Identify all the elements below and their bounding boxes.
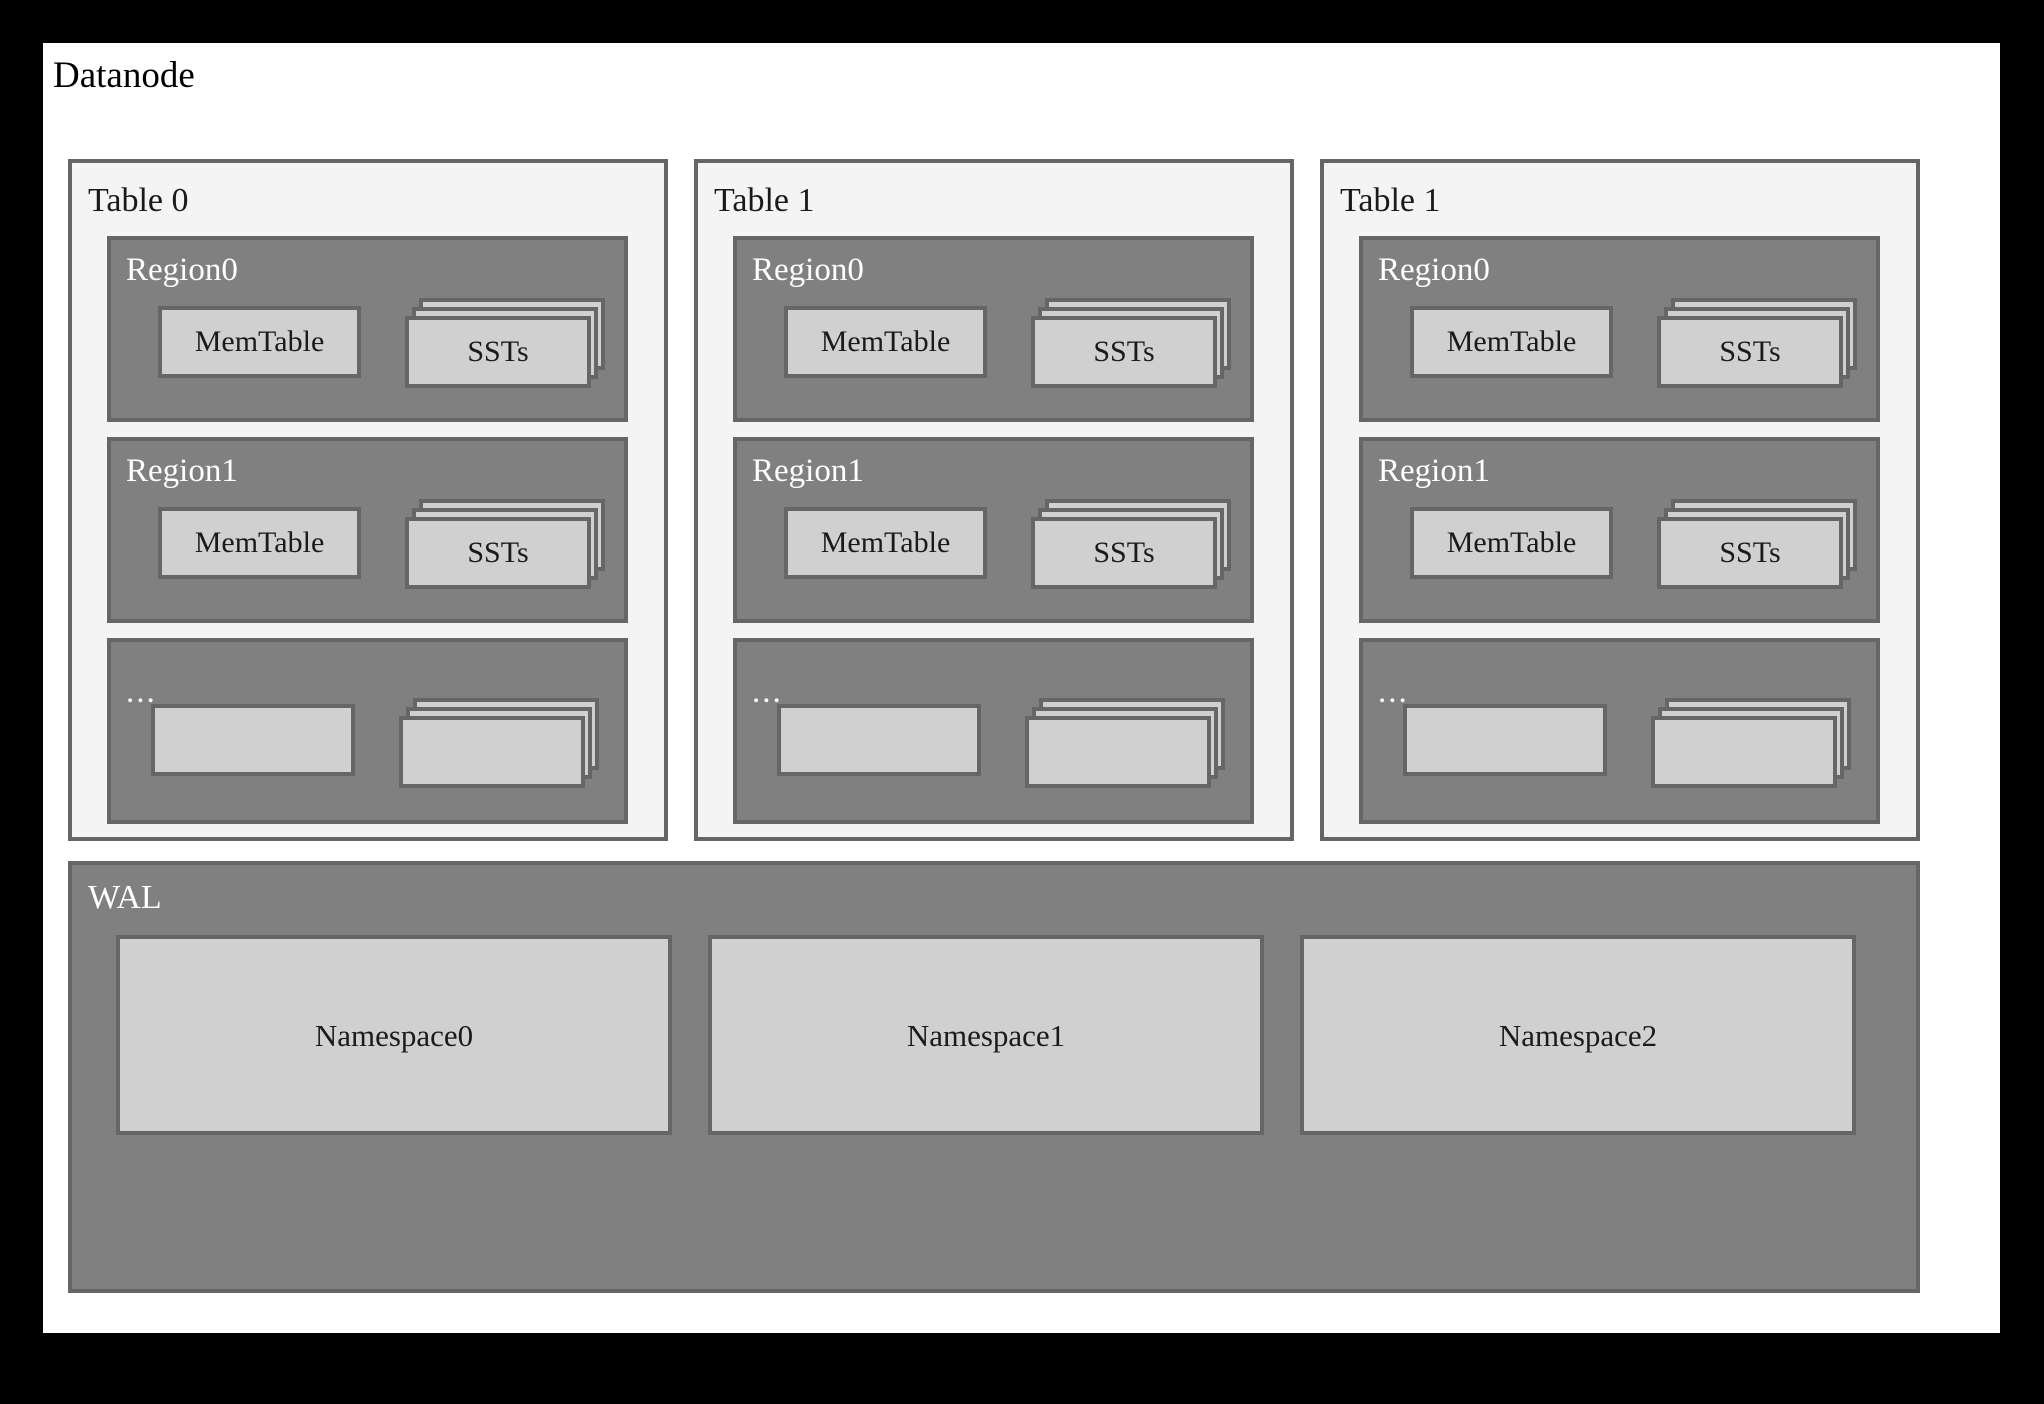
namespace-box-1[interactable]: Namespace1 [708,935,1264,1135]
sst-sheet-front[interactable]: SSTs [1031,517,1217,589]
sst-label: SSTs [467,335,529,368]
memtable-box-placeholder[interactable] [1403,704,1607,776]
sst-stack-placeholder[interactable] [399,698,599,790]
sst-stack[interactable]: SSTs [1657,499,1857,591]
region-panel-more[interactable]: ... [1359,638,1880,824]
sst-sheet-front[interactable]: SSTs [405,316,591,388]
sst-stack[interactable]: SSTs [405,499,605,591]
region-panel-0[interactable]: Region0 MemTable SSTs [1359,236,1880,422]
sst-sheet-front[interactable]: SSTs [1657,316,1843,388]
memtable-box-placeholder[interactable] [777,704,981,776]
sst-label: SSTs [1093,536,1155,569]
table-label: Table 1 [1340,182,1441,219]
sst-sheet-front[interactable] [399,716,585,788]
namespace-label: Namespace1 [906,1017,1066,1053]
sst-stack[interactable]: SSTs [405,298,605,390]
region-panel-more[interactable]: ... [733,638,1254,824]
table-panel-1[interactable]: Table 1 Region0 MemTable SSTs Region1 Me… [694,159,1294,841]
memtable-label: MemTable [820,325,951,358]
namespace-box-2[interactable]: Namespace2 [1300,935,1856,1135]
region-panel-1[interactable]: Region1 MemTable SSTs [1359,437,1880,623]
memtable-label: MemTable [1446,325,1577,358]
sst-stack[interactable]: SSTs [1031,499,1231,591]
sst-sheet-front[interactable]: SSTs [405,517,591,589]
region-label: Region1 [752,453,864,489]
table-label: Table 0 [88,182,189,219]
memtable-box[interactable]: MemTable [158,306,361,378]
sst-stack[interactable]: SSTs [1031,298,1231,390]
memtable-label: MemTable [194,325,325,358]
region-label: Region0 [752,252,864,288]
region-ellipsis-label: ... [1378,674,1409,710]
sst-sheet-front[interactable] [1651,716,1837,788]
region-panel-0[interactable]: Region0 MemTable SSTs [107,236,628,422]
wal-label: WAL [88,879,162,916]
table-panel-2[interactable]: Table 1 Region0 MemTable SSTs Region1 Me… [1320,159,1920,841]
sst-stack[interactable]: SSTs [1657,298,1857,390]
memtable-label: MemTable [820,526,951,559]
region-ellipsis-label: ... [752,674,783,710]
sst-sheet-front[interactable]: SSTs [1031,316,1217,388]
region-panel-0[interactable]: Region0 MemTable SSTs [733,236,1254,422]
namespace-box-0[interactable]: Namespace0 [116,935,672,1135]
sst-stack-placeholder[interactable] [1025,698,1225,790]
memtable-box[interactable]: MemTable [1410,507,1613,579]
memtable-box[interactable]: MemTable [1410,306,1613,378]
region-ellipsis-label: ... [126,674,157,710]
sst-label: SSTs [467,536,529,569]
sst-stack-placeholder[interactable] [1651,698,1851,790]
diagram-canvas: Datanode Table 0 Region0 MemTable SSTs R… [43,43,2000,1333]
region-label: Region1 [126,453,238,489]
memtable-box[interactable]: MemTable [784,306,987,378]
sst-label: SSTs [1719,335,1781,368]
region-label: Region0 [126,252,238,288]
memtable-label: MemTable [194,526,325,559]
memtable-box[interactable]: MemTable [784,507,987,579]
sst-sheet-front[interactable] [1025,716,1211,788]
region-label: Region0 [1378,252,1490,288]
sst-sheet-front[interactable]: SSTs [1657,517,1843,589]
table-label: Table 1 [714,182,815,219]
sst-label: SSTs [1719,536,1781,569]
region-panel-more[interactable]: ... [107,638,628,824]
table-panel-0[interactable]: Table 0 Region0 MemTable SSTs Region1 Me… [68,159,668,841]
page-title: Datanode [53,55,195,96]
region-panel-1[interactable]: Region1 MemTable SSTs [107,437,628,623]
namespace-label: Namespace0 [314,1017,474,1053]
region-label: Region1 [1378,453,1490,489]
namespace-label: Namespace2 [1498,1017,1658,1053]
sst-label: SSTs [1093,335,1155,368]
memtable-label: MemTable [1446,526,1577,559]
memtable-box[interactable]: MemTable [158,507,361,579]
wal-panel[interactable]: WAL Namespace0 Namespace1 Namespace2 [68,861,1920,1293]
memtable-box-placeholder[interactable] [151,704,355,776]
region-panel-1[interactable]: Region1 MemTable SSTs [733,437,1254,623]
